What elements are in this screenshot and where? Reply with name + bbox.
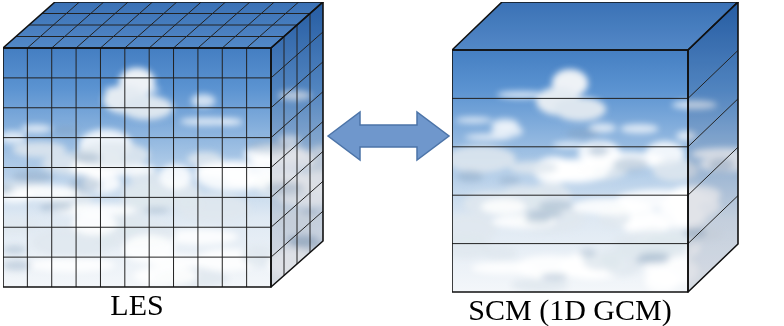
- sky-photo: [452, 2, 740, 294]
- cube-label: SCM (1D GCM): [452, 293, 688, 326]
- double-arrow: [328, 112, 449, 160]
- cloud-cube: [452, 2, 740, 294]
- sky-photo: [3, 2, 325, 289]
- cloud-cube: [3, 2, 325, 289]
- grid-lines: [452, 50, 738, 243]
- scm-column: SCM (1D GCM): [452, 2, 740, 326]
- cube-outline: [3, 2, 323, 287]
- cube-label: LES: [3, 288, 271, 321]
- top-face: [3, 2, 323, 48]
- grid-lines: [3, 2, 323, 287]
- side-face: [271, 2, 323, 287]
- side-face: [688, 2, 738, 292]
- les-cube: LES: [3, 2, 325, 322]
- cube-outline: [452, 2, 738, 292]
